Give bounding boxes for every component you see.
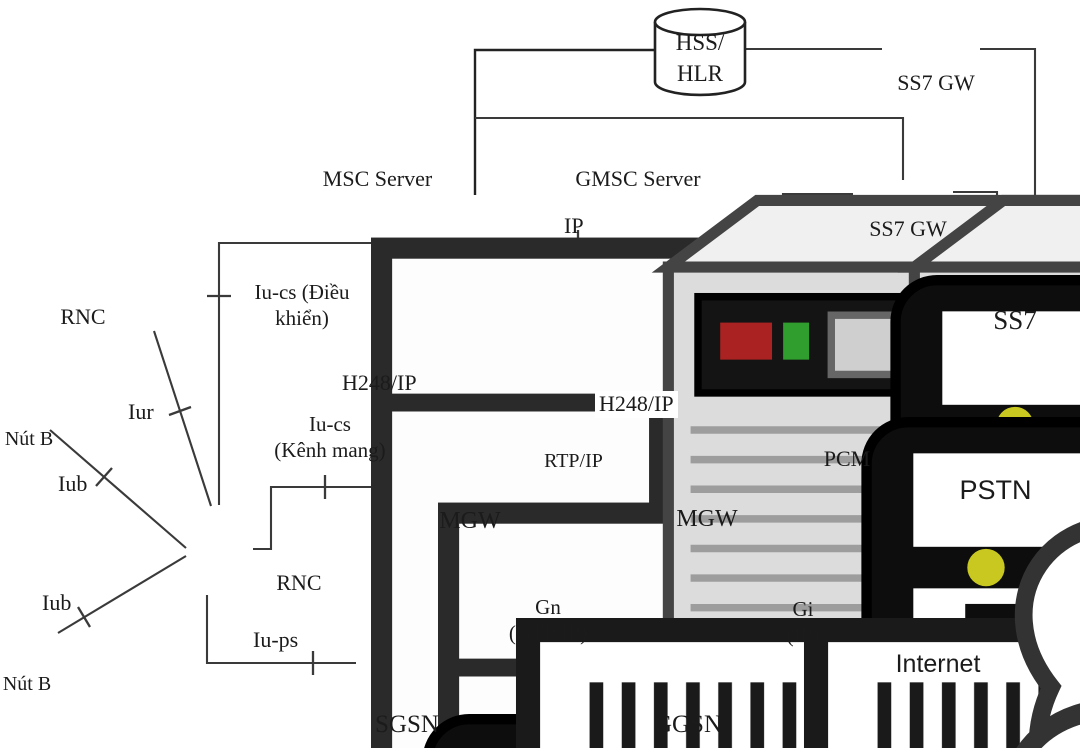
link-rnc1-rnc2-iur: [153, 330, 212, 507]
mgw-1-label: MGW: [439, 508, 501, 534]
link-label-iub-1: Iub: [58, 471, 88, 496]
node-b-1-label: Nút B: [4, 428, 54, 450]
link-label-rtp-ip: RTP/IP: [544, 450, 603, 472]
link-label-h248-ip-2: H248/IP: [595, 391, 678, 418]
link-nodeb2-rnc2-iub: [57, 555, 187, 634]
pstn-cloud-label: PSTN: [959, 475, 1032, 505]
link-label-iu-cs-control: Iu-cs (Điều khiển): [254, 280, 350, 330]
link-label-gn: Gn (GTP/IP): [508, 595, 588, 645]
link-msc-hss: [473, 48, 655, 195]
ss7-gw-2-label: SS7 GW: [869, 216, 947, 241]
internet-cloud-label: Internet: [895, 650, 981, 678]
link-rnc2-mgw1-bearer: [253, 485, 414, 551]
ggsn-label: GGSN: [653, 711, 723, 738]
link-label-iu-cs-bearer: Iu-cs (Kênh mang): [274, 412, 386, 462]
link-label-pcm: PCM: [823, 446, 871, 471]
sgsn-label: SGSN: [375, 711, 439, 738]
mgw-2-label: MGW: [676, 506, 738, 532]
link-label-iu-ps: Iu-ps: [253, 627, 299, 652]
link-msc-ss7gw2: [475, 116, 905, 180]
link-label-iub-2: Iub: [42, 590, 72, 615]
rnc-1-label: RNC: [60, 304, 106, 329]
link-label-iur: Iur: [128, 399, 154, 424]
rnc-2-label: RNC: [276, 570, 322, 595]
link-label-h248-ip-1: H248/IP: [342, 370, 417, 395]
hss-hlr-label: HSS/ HLR: [675, 30, 725, 87]
node-b-2-label: Nút B: [2, 673, 52, 695]
link-label-ip: IP: [564, 213, 584, 238]
msc-server-label: MSC Server: [322, 166, 433, 191]
link-rnc2-sgsn-iups: [205, 595, 356, 665]
hss-hlr-database-icon: [653, 7, 747, 97]
link-rnc2-msc-iucs: [217, 241, 433, 505]
link-nodeb1-rnc2-iub: [49, 429, 187, 549]
link-label-gi: Gi (IP): [786, 597, 820, 647]
ss7-gw-1-label: SS7 GW: [897, 70, 975, 95]
gmsc-server-label: GMSC Server: [575, 166, 701, 191]
ss7-cloud-label: SS7: [993, 305, 1037, 335]
